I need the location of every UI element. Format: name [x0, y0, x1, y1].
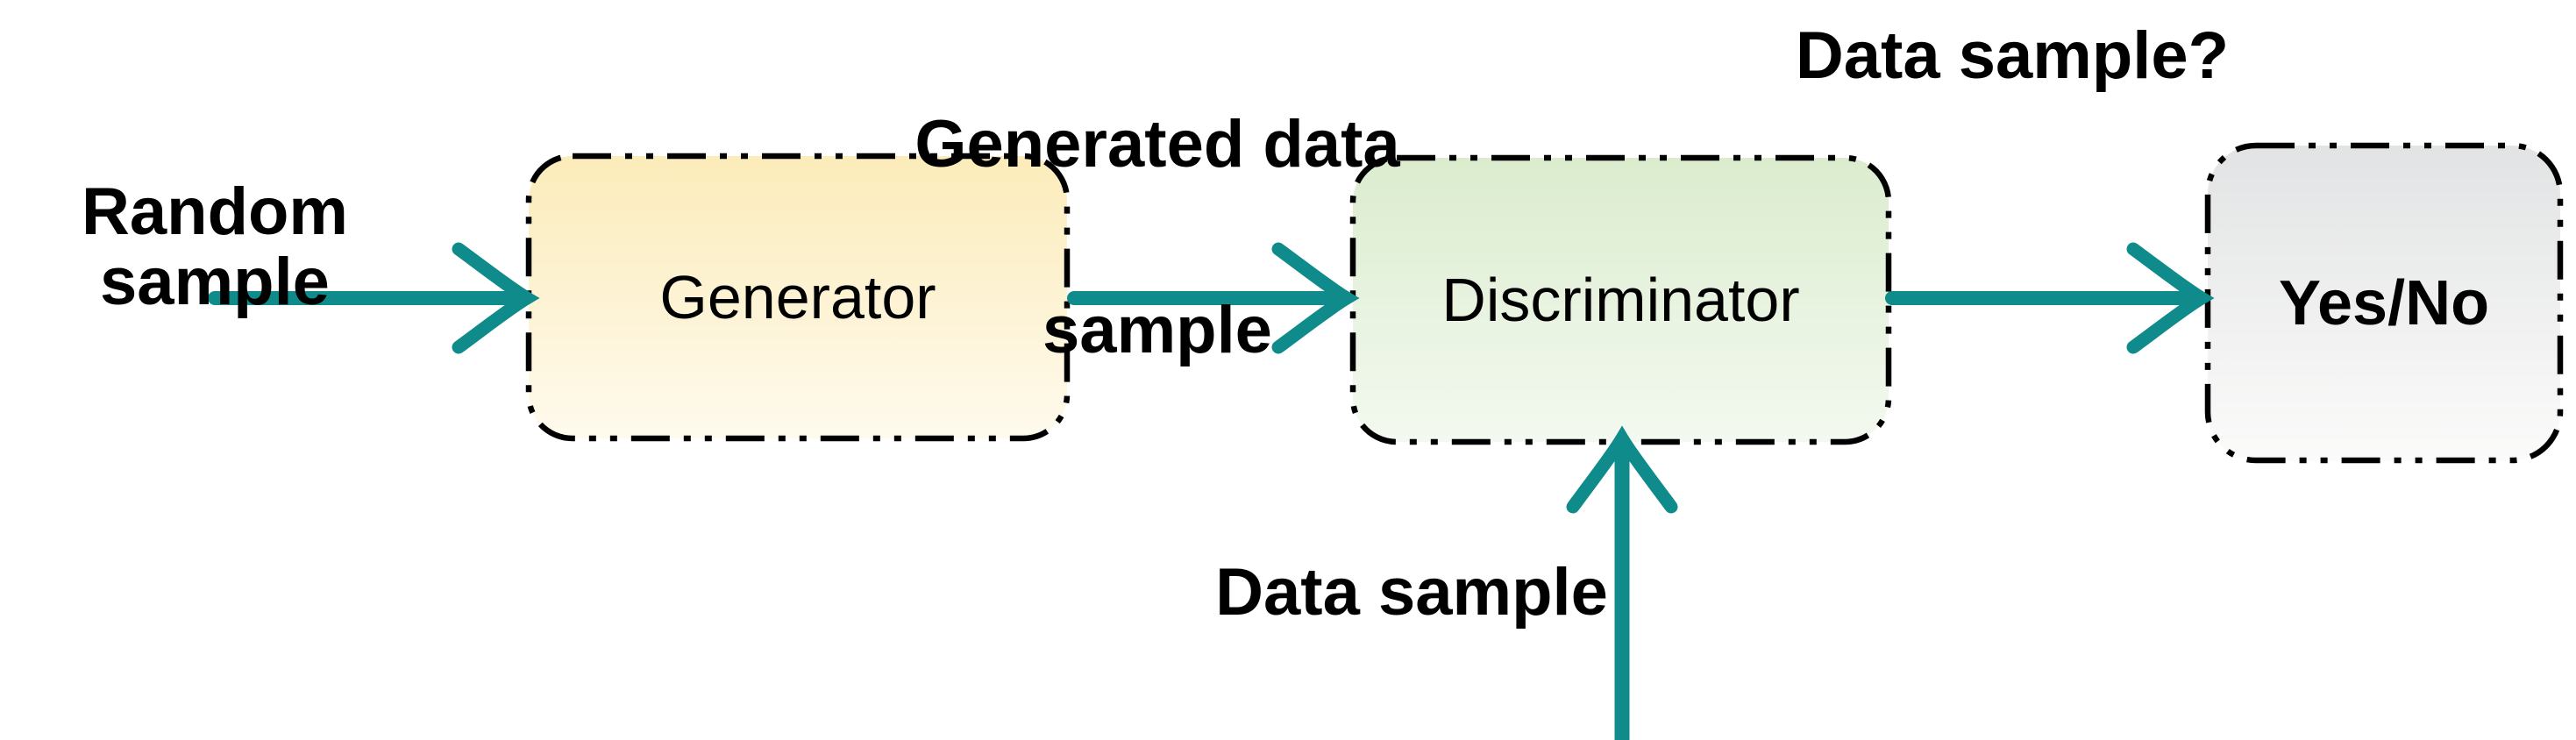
arrow-random-to-generator-head-icon: [452, 242, 540, 354]
generator-box-label: Generator: [659, 263, 936, 331]
yes-no-box: [2204, 142, 2564, 464]
random-sample-label: Random sample: [82, 174, 348, 319]
arrow-generator-to-discriminator-head-icon: [1271, 242, 1360, 354]
yes-no-box-label: Yes/No: [2278, 267, 2490, 338]
arrow-datasample-to-discriminator-head-icon: [1566, 425, 1678, 514]
arrow-discriminator-to-yesno-head-icon: [2126, 242, 2215, 354]
generated-data-sample-line1: Generated data: [914, 107, 1400, 181]
generated-data-sample-line2: sample: [1042, 293, 1272, 367]
data-sample-question-label: Data sample?: [1795, 18, 2230, 93]
discriminator-box-label: Discriminator: [1441, 266, 1800, 334]
data-sample-label: Data sample: [1215, 555, 1608, 630]
generated-data-sample-label: Generated data sample: [877, 5, 1438, 470]
